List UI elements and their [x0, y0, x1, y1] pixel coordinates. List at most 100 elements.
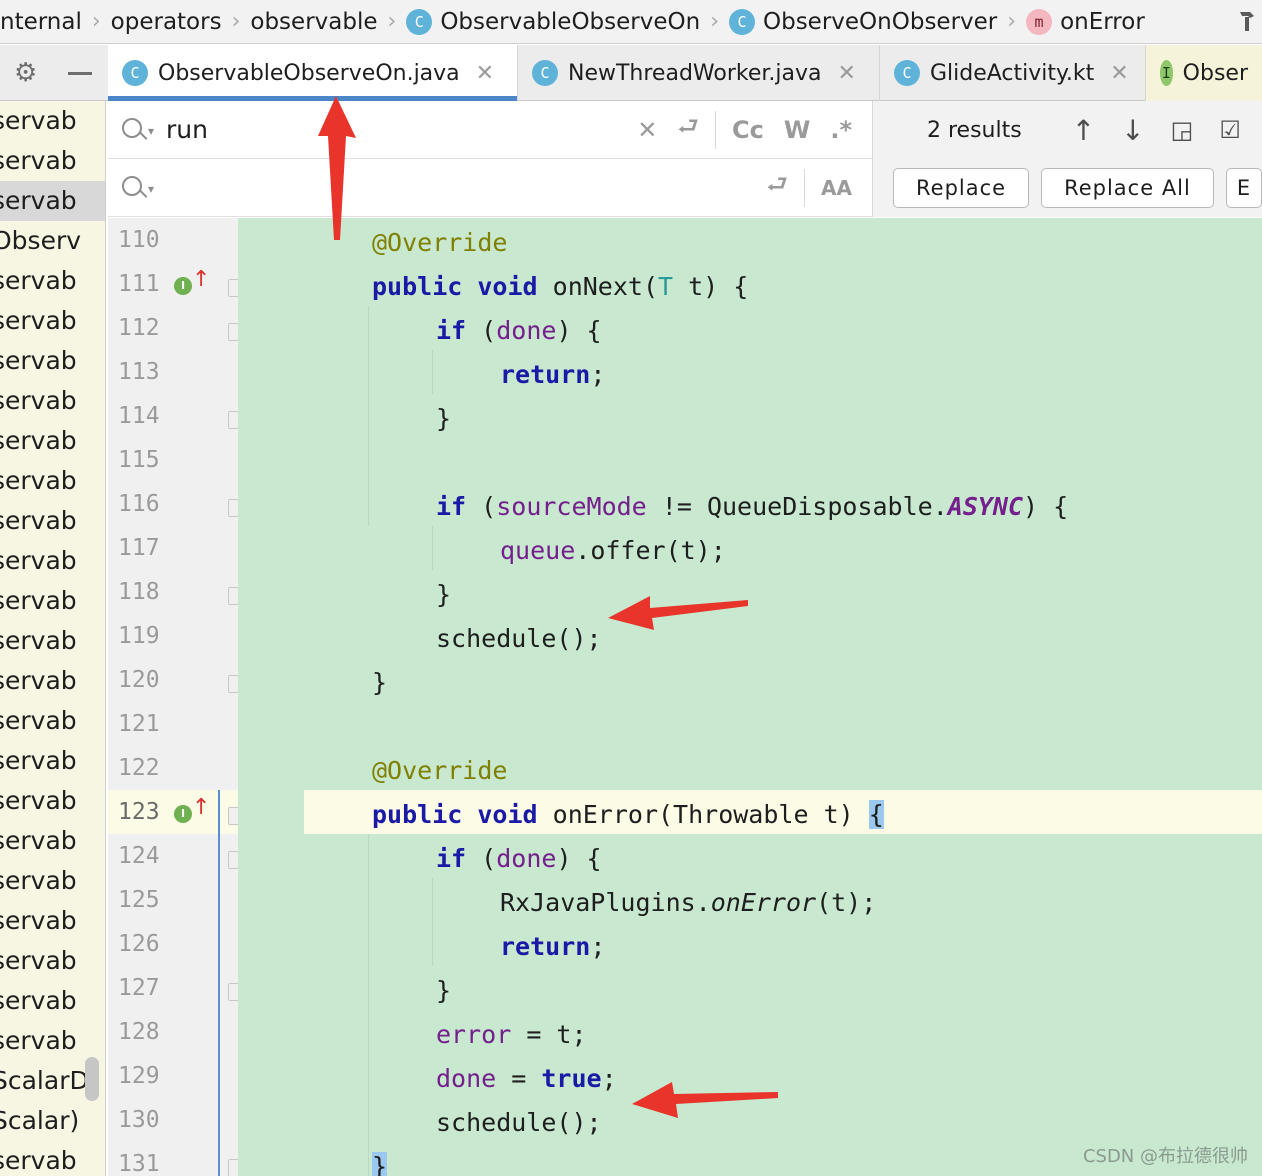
project-list-item[interactable]: servab	[0, 266, 77, 295]
line-number: 120	[118, 667, 160, 693]
search-input[interactable]: run	[166, 115, 208, 144]
indent-guide	[368, 306, 369, 526]
code-line[interactable]: error = t;	[436, 1020, 587, 1049]
tab-glideactivity[interactable]: C GlideActivity.kt ✕	[880, 45, 1146, 101]
class-icon: C	[122, 60, 148, 86]
project-list-item[interactable]: servab	[0, 306, 77, 335]
line-number: 131	[118, 1151, 160, 1176]
code-line[interactable]: }	[436, 404, 452, 433]
project-list-item[interactable]: servab	[0, 466, 77, 495]
code-line[interactable]: if (done) {	[436, 844, 602, 873]
preserve-case-toggle[interactable]: AA	[821, 175, 852, 200]
exclude-button[interactable]: E	[1225, 168, 1262, 208]
tab-label: NewThreadWorker.java	[568, 60, 822, 86]
code-line[interactable]: return;	[500, 932, 606, 961]
tab-observer[interactable]: I Obser	[1146, 45, 1262, 101]
code-line[interactable]: @Override	[372, 228, 508, 257]
breadcrumb-item-observable[interactable]: observable	[250, 9, 377, 35]
code-line[interactable]: }	[372, 1145, 388, 1176]
code-line[interactable]: public void onNext(T t) {	[372, 272, 749, 301]
tab-observableobserveon[interactable]: C ObservableObserveOn.java ✕	[108, 45, 518, 101]
code-line[interactable]: }	[436, 976, 452, 1005]
project-list-item[interactable]: servab	[0, 666, 77, 695]
project-list-item[interactable]: servab	[0, 1146, 77, 1175]
current-line-highlight	[304, 790, 1262, 834]
replace-all-button[interactable]: Replace All	[1041, 168, 1214, 208]
close-icon[interactable]: ✕	[837, 60, 856, 86]
line-number: 130	[118, 1107, 160, 1133]
code-line[interactable]: RxJavaPlugins.onError(t);	[500, 888, 877, 917]
code-line[interactable]: done = true;	[436, 1064, 617, 1093]
code-line[interactable]: schedule();	[436, 624, 602, 653]
project-list-item[interactable]: ScalarD	[0, 1066, 89, 1095]
class-icon: C	[729, 8, 755, 35]
implements-method-icon[interactable]: I↑	[174, 795, 210, 831]
filter-icon[interactable]: ☑	[1219, 116, 1241, 144]
implements-method-icon[interactable]: I↑	[174, 267, 210, 303]
breadcrumb-item-internal[interactable]: nternal	[0, 9, 82, 35]
new-line-icon[interactable]: ⮐	[766, 170, 789, 198]
line-number: 126	[118, 931, 160, 957]
clear-icon[interactable]: ✕	[637, 115, 658, 144]
project-list-item[interactable]: Scalar)	[0, 1106, 80, 1135]
project-list-item[interactable]: Observ	[0, 226, 82, 255]
breadcrumb-item-onerror[interactable]: m onError	[1026, 8, 1145, 35]
project-list-item[interactable]: servab	[0, 181, 105, 221]
match-case-toggle[interactable]: Cc	[732, 115, 764, 144]
indent-guide	[432, 350, 433, 394]
line-number: 124	[118, 843, 160, 869]
minimize-icon[interactable]	[68, 72, 92, 75]
code-line[interactable]: }	[436, 580, 452, 609]
code-line[interactable]: schedule();	[436, 1108, 602, 1137]
project-list-item[interactable]: servab	[0, 106, 77, 135]
project-list-item[interactable]: servab	[0, 706, 77, 735]
project-list-item[interactable]: servab	[0, 386, 77, 415]
project-list-item[interactable]: servab	[0, 866, 77, 895]
select-all-occurrences-icon[interactable]: ◲	[1170, 116, 1194, 144]
project-list-item[interactable]: servab	[0, 906, 77, 935]
code-line[interactable]: queue.offer(t);	[500, 536, 726, 565]
close-icon[interactable]: ✕	[475, 60, 495, 86]
project-list-item[interactable]: servab	[0, 546, 77, 575]
code-line[interactable]: if (done) {	[436, 316, 602, 345]
project-list-item[interactable]: servab	[0, 1026, 77, 1055]
line-number: 121	[118, 711, 160, 737]
regex-toggle[interactable]: .*	[830, 115, 852, 144]
tab-newthreadworker[interactable]: C NewThreadWorker.java ✕	[518, 45, 880, 101]
close-icon[interactable]: ✕	[1110, 60, 1129, 86]
code-line[interactable]: }	[372, 668, 388, 697]
project-list-item[interactable]: servab	[0, 746, 77, 775]
code-line[interactable]: return;	[500, 360, 606, 389]
project-list-item[interactable]: servab	[0, 826, 77, 855]
search-icon[interactable]: ▾	[118, 168, 158, 208]
arrow-down-icon[interactable]: ↓	[1121, 113, 1145, 147]
project-list-item[interactable]: servab	[0, 986, 77, 1015]
replace-button[interactable]: Replace	[893, 168, 1030, 208]
code-line[interactable]: @Override	[372, 756, 508, 785]
code-line[interactable]: public void onError(Throwable t) {	[372, 800, 884, 829]
project-list-item[interactable]: servab	[0, 346, 77, 375]
project-list-item[interactable]: servab	[0, 626, 77, 655]
replace-row: ▾ ⮐ AA	[108, 159, 872, 217]
project-list-item[interactable]: servab	[0, 426, 77, 455]
search-icon[interactable]: ▾	[118, 110, 158, 150]
build-hammer-icon[interactable]	[1236, 8, 1258, 32]
scrollbar[interactable]	[85, 1057, 99, 1101]
gear-icon[interactable]: ⚙	[14, 58, 38, 88]
interface-icon: I	[1160, 60, 1173, 86]
arrow-up-icon[interactable]: ↑	[1071, 113, 1096, 147]
new-line-icon[interactable]: ⮐	[677, 112, 699, 140]
project-list-item[interactable]: servab	[0, 146, 77, 175]
project-list-item[interactable]: servab	[0, 586, 77, 615]
breadcrumb-item-observableobserveon[interactable]: C ObservableObserveOn	[406, 8, 700, 35]
project-list-item[interactable]: servab	[0, 946, 77, 975]
whole-words-toggle[interactable]: W	[783, 115, 811, 144]
code-line[interactable]: if (sourceMode != QueueDisposable.ASYNC)…	[436, 492, 1069, 521]
breadcrumb-item-observeonobserver[interactable]: C ObserveOnObserver	[729, 8, 997, 35]
project-list-item[interactable]: servab	[0, 506, 77, 535]
breadcrumb-item-operators[interactable]: operators	[111, 9, 222, 35]
project-list-item[interactable]: servab	[0, 786, 77, 815]
code-area[interactable]: @Override public void onNext(T t) { if (do…	[238, 218, 1262, 1176]
